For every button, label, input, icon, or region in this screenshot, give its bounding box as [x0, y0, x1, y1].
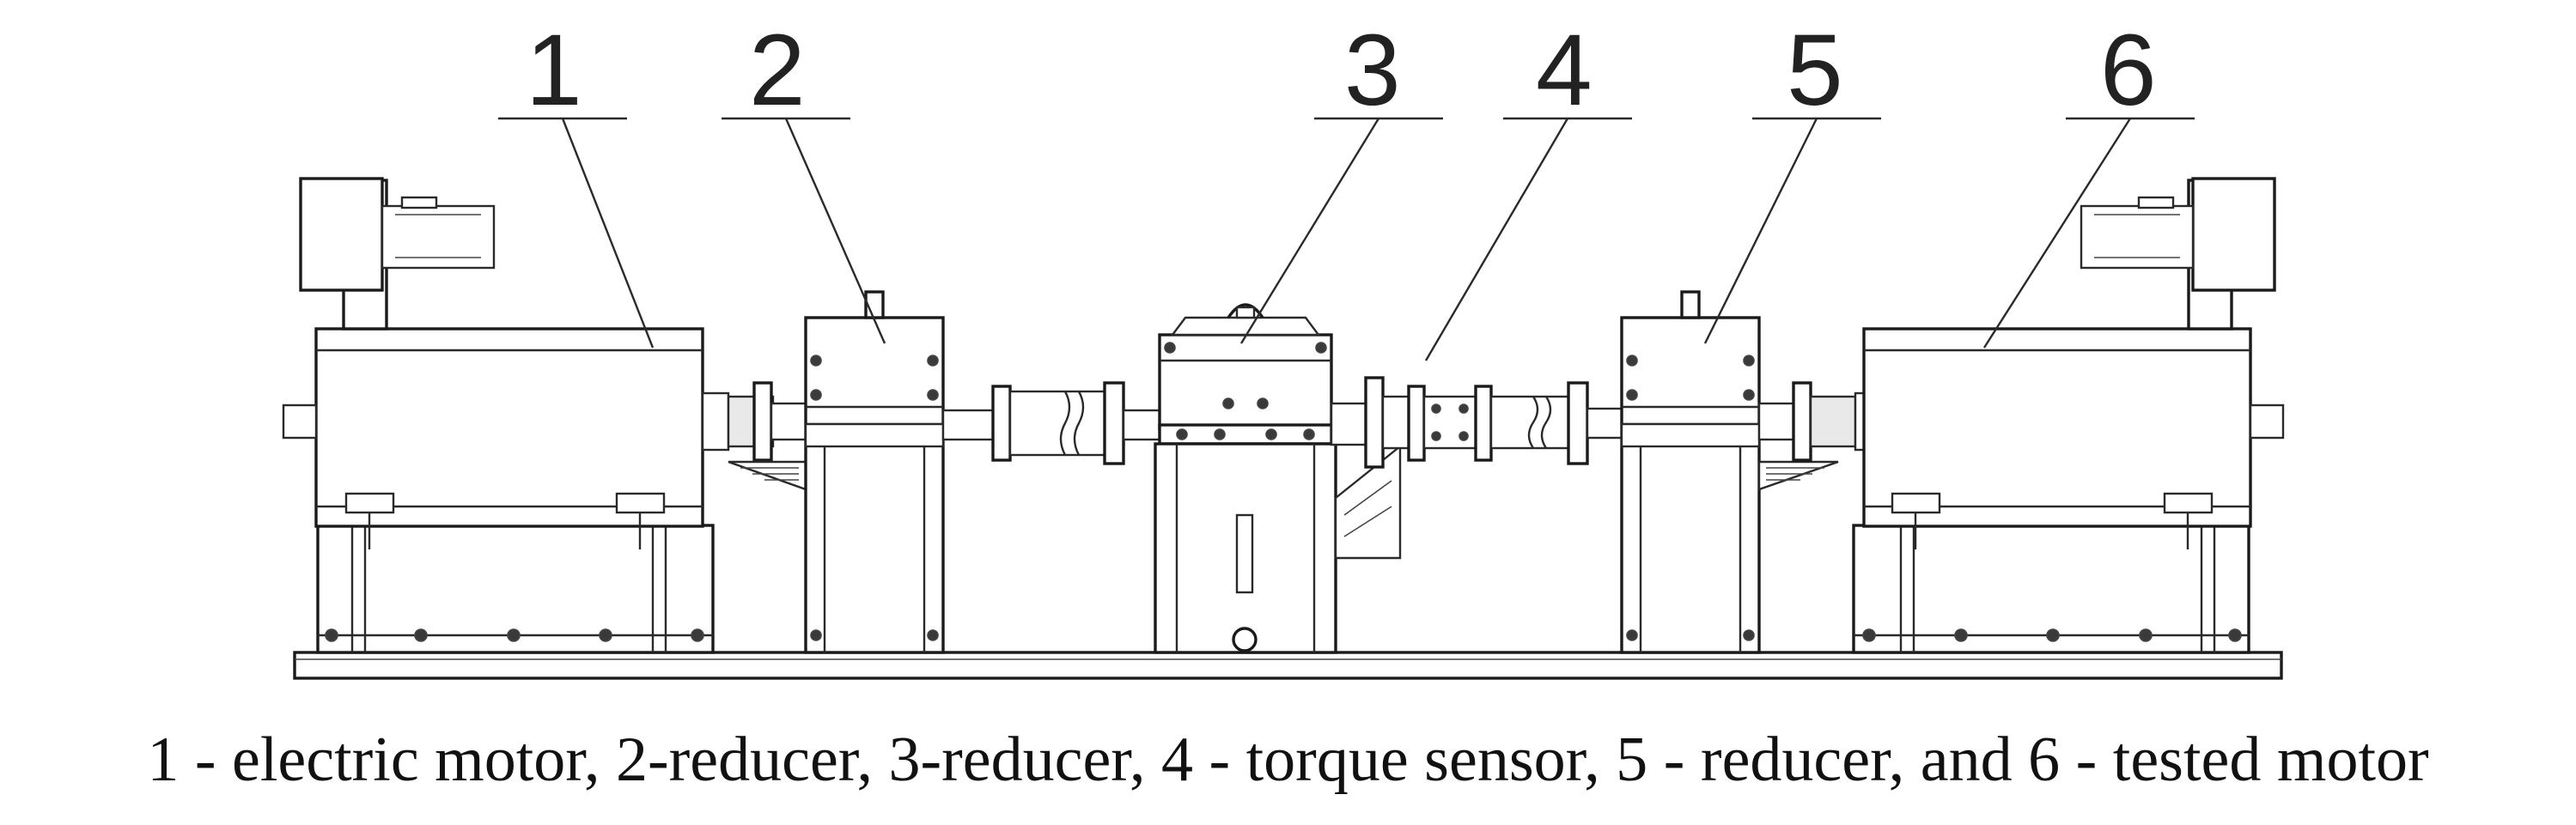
shaft-2-3 — [941, 381, 1161, 465]
reducer-left — [728, 290, 945, 654]
reducer-right — [1620, 290, 1839, 654]
electric-motor — [282, 177, 807, 654]
label-2: 2 — [749, 14, 806, 127]
label-6: 6 — [2100, 14, 2157, 127]
label-5: 5 — [1787, 14, 1843, 127]
label-4: 4 — [1536, 14, 1592, 127]
tested-motor — [1757, 177, 2285, 654]
test-bench-diagram: 1 2 3 4 5 6 — [282, 14, 2285, 680]
label-1: 1 — [526, 14, 582, 127]
figure-caption: 1 - electric motor, 2-reducer, 3-reducer… — [147, 725, 2429, 795]
leader-lines — [498, 117, 2195, 361]
label-3: 3 — [1344, 14, 1401, 127]
test-bench-drawing: 1 2 3 4 5 6 — [282, 14, 2285, 680]
reducer-center — [1154, 303, 1402, 654]
torque-sensor — [1330, 376, 1623, 469]
base-plate — [293, 651, 2283, 680]
